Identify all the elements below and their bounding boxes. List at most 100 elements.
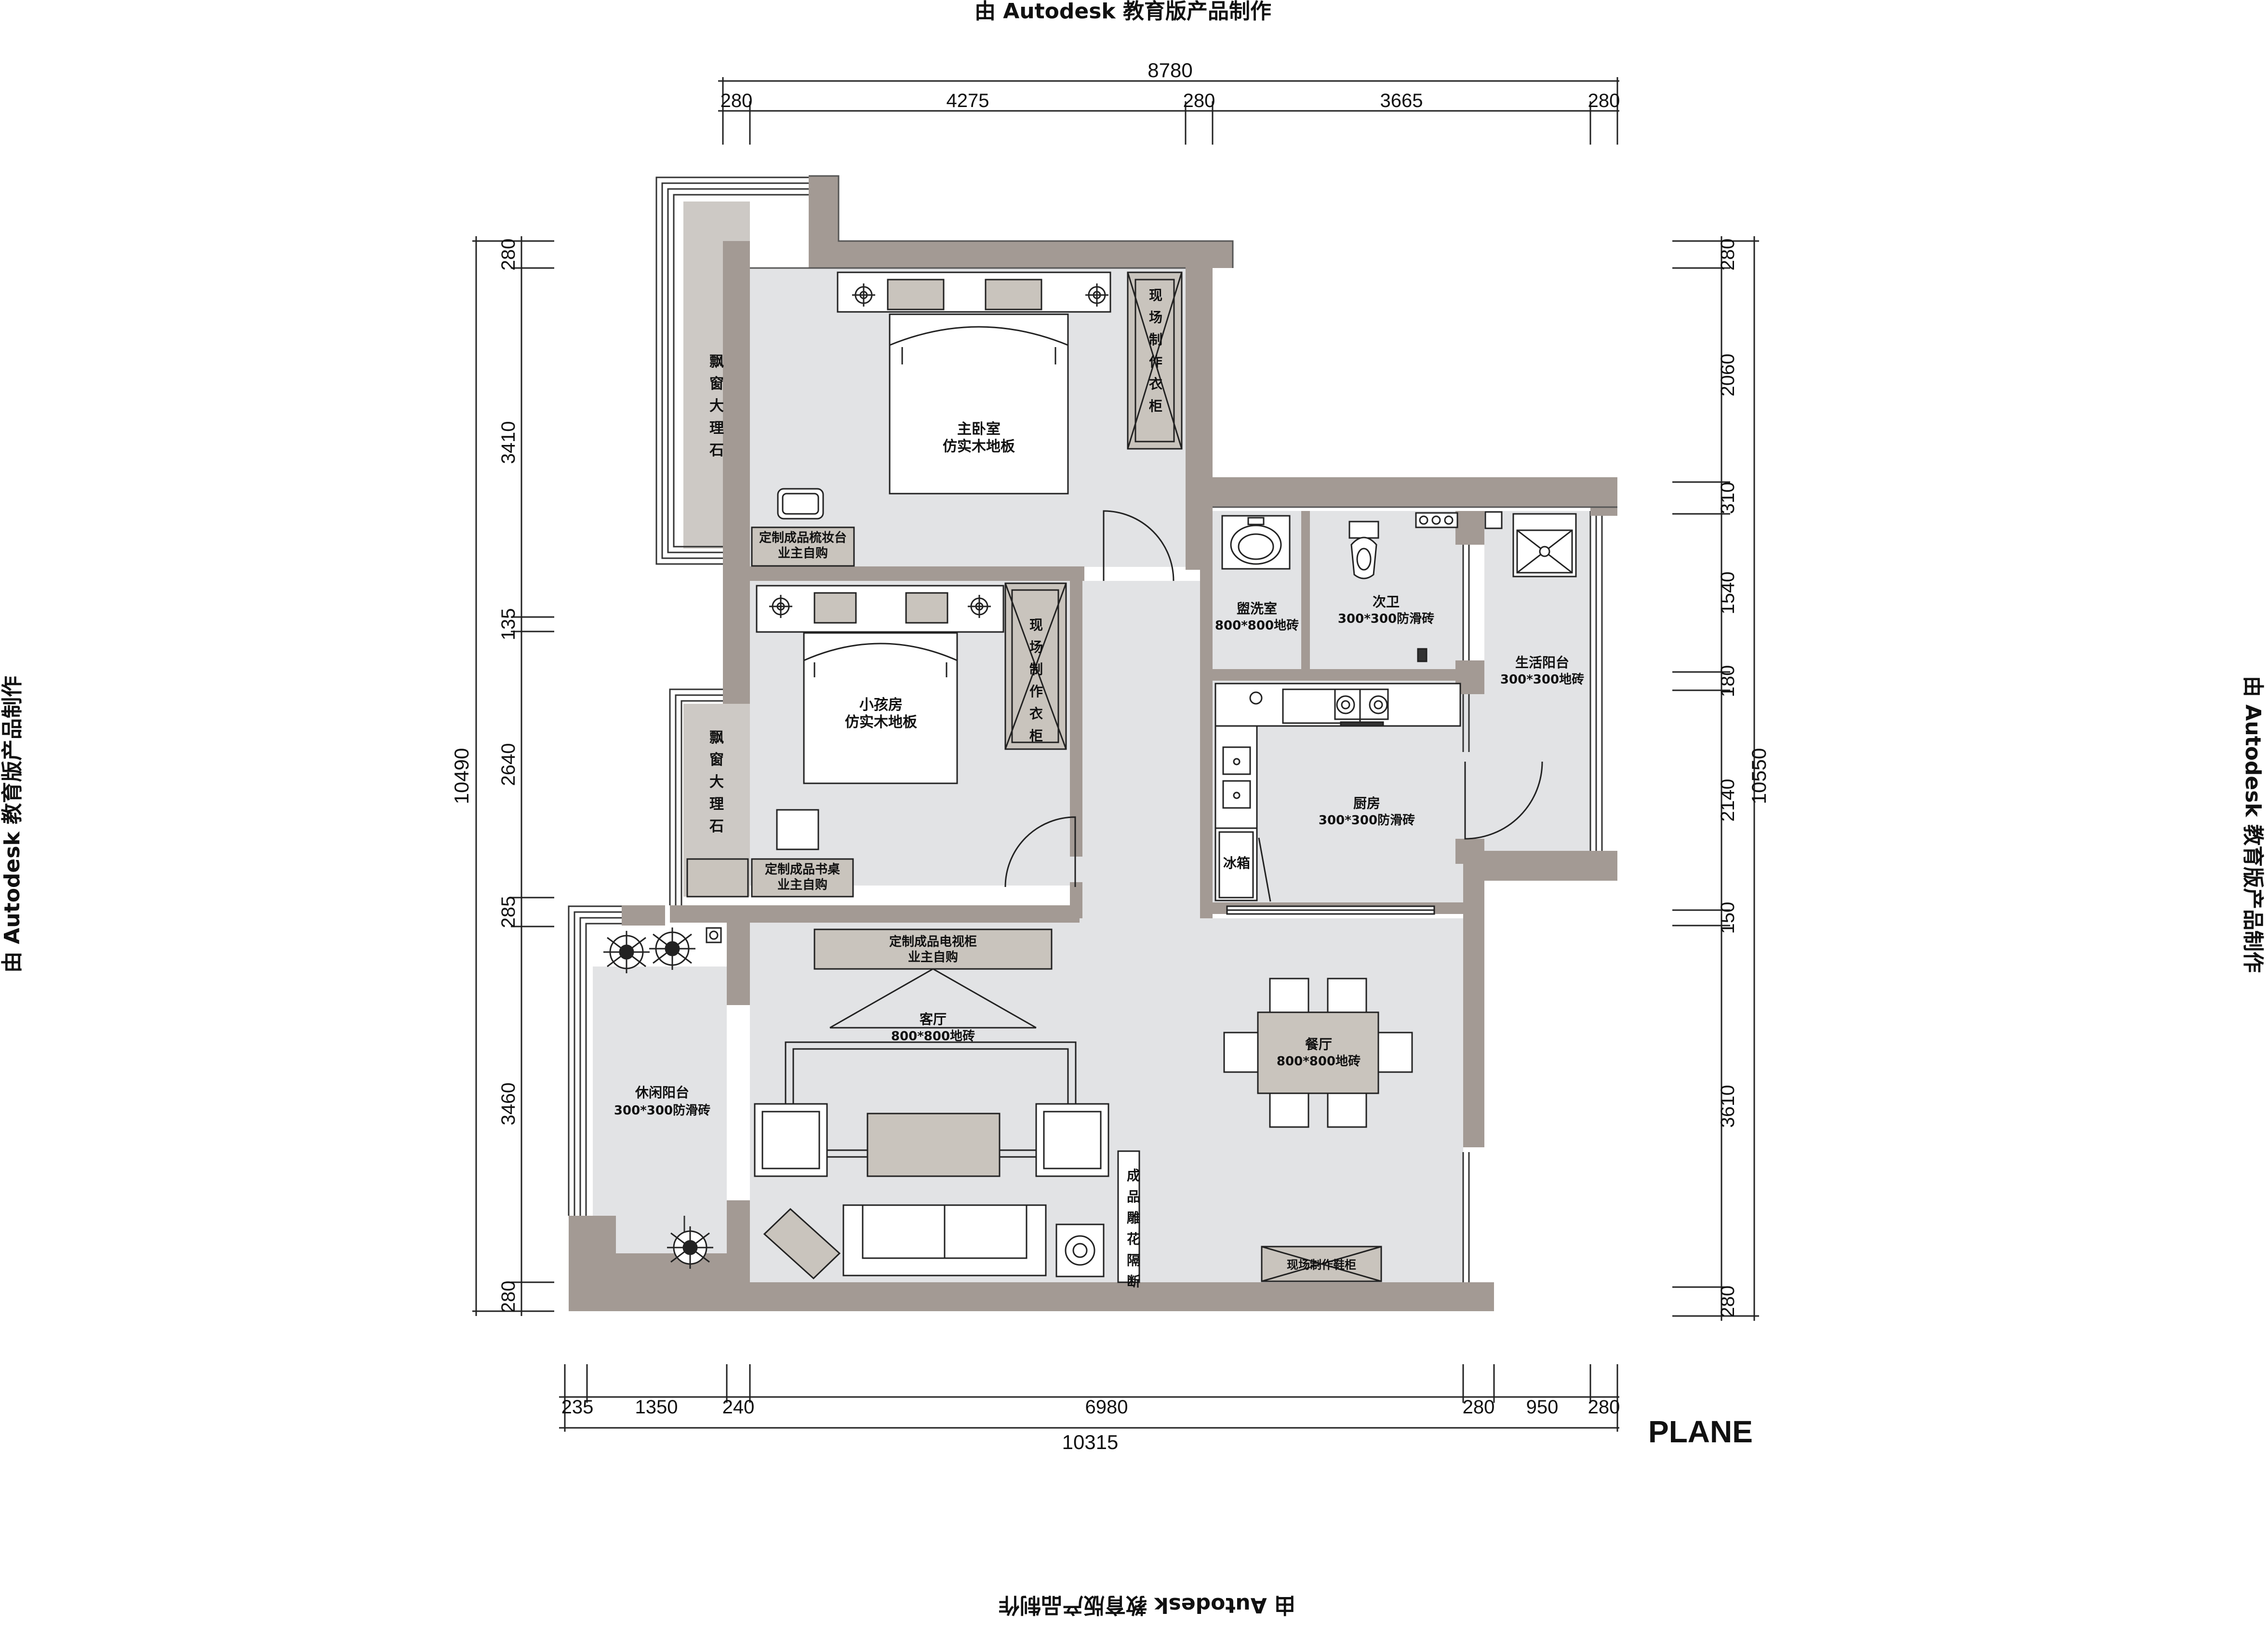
master-wardrobe: [1127, 271, 1183, 450]
svg-text:大: 大: [709, 774, 724, 791]
master-name: 主卧室: [957, 421, 1001, 438]
dim-right-0: 280: [1717, 239, 1738, 271]
dimension-lines: [472, 77, 1759, 1432]
svg-text:柜: 柜: [1149, 398, 1162, 414]
service-fixtures: [1484, 511, 1577, 577]
svg-text:窗: 窗: [709, 752, 724, 768]
dim-top-2: 280: [1183, 90, 1215, 111]
plan-title: PLANE: [1648, 1414, 1753, 1449]
service-floor: 300*300地砖: [1500, 672, 1584, 687]
svg-text:理: 理: [709, 796, 724, 813]
kid-name: 小孩房: [859, 697, 903, 713]
wc-fixtures: [1348, 512, 1458, 662]
kid-bed: [756, 585, 1004, 784]
svg-text:场: 场: [1029, 639, 1043, 655]
dim-left-5: 3460: [498, 1083, 519, 1126]
living-name: 客厅: [920, 1011, 947, 1027]
tv-label-2: 业主自购: [908, 950, 958, 965]
plants: [603, 927, 722, 1269]
svg-text:飘: 飘: [709, 353, 724, 370]
dim-right-5: 2140: [1717, 779, 1738, 822]
dim-right-8: 280: [1717, 1286, 1738, 1318]
hallway-floor: [1082, 581, 1203, 918]
wc-floor: [1309, 511, 1463, 669]
svg-text:断: 断: [1127, 1274, 1140, 1289]
dim-bottom-3: 6980: [1085, 1397, 1128, 1418]
dim-left-total: 10490: [450, 748, 473, 805]
svg-text:大: 大: [709, 398, 724, 415]
sofa-set: [754, 1041, 1109, 1280]
dim-bottom-1: 1350: [635, 1397, 678, 1418]
living-floor-label: 800*800地砖: [891, 1029, 975, 1044]
dim-right-4: 180: [1717, 665, 1738, 698]
svg-text:花: 花: [1127, 1231, 1140, 1247]
dim-right-3: 1540: [1717, 572, 1738, 615]
svg-text:场: 场: [1149, 309, 1162, 325]
svg-text:隔: 隔: [1127, 1252, 1140, 1268]
svg-text:作: 作: [1149, 354, 1162, 370]
tv-label-1: 定制成品电视柜: [889, 934, 977, 949]
bay-window-2-label: 飘 窗 大 理 石: [709, 729, 724, 835]
kid-wardrobe: [1004, 582, 1067, 750]
wash-name: 盥洗室: [1237, 601, 1277, 617]
dining-name: 餐厅: [1305, 1036, 1332, 1052]
room-labels: 主卧室 仿实木地板 小孩房 仿实木地板 盥洗室 800*800地砖 次卫 300…: [614, 421, 1584, 1118]
dining-floor-label: 800*800地砖: [1277, 1054, 1361, 1069]
watermark-left: 由 Autodesk 教育版产品制作: [0, 676, 25, 973]
dim-top-3: 3665: [1380, 90, 1423, 111]
leisure-floor-label: 300*300防滑砖: [614, 1103, 710, 1118]
shoe-cabinet-label: 现场制作鞋柜: [1287, 1258, 1356, 1272]
dim-right-total: 10550: [1748, 748, 1770, 805]
dining-set: [1223, 978, 1413, 1128]
dim-right-2: 310: [1717, 482, 1738, 514]
dim-left-3: 2640: [498, 743, 519, 786]
master-bed: [837, 271, 1111, 495]
wardrobe-2-label: 现 场 制 作 衣 柜: [1029, 617, 1043, 744]
dim-bottom-4: 280: [1463, 1397, 1495, 1418]
dim-bottom-0: 235: [561, 1397, 594, 1418]
svg-text:品: 品: [1127, 1189, 1140, 1205]
dim-top-4: 280: [1588, 90, 1620, 111]
svg-text:制: 制: [1029, 661, 1043, 677]
dim-left-2: 135: [498, 608, 519, 641]
dimension-texts: 8780 280 4275 280 3665 280 235 1350 240 …: [450, 59, 1770, 1453]
kitchen-door-area: [1463, 681, 1486, 842]
dim-top-total: 8780: [1147, 59, 1192, 81]
svg-text:石: 石: [709, 818, 724, 835]
svg-text:柜: 柜: [1029, 728, 1043, 744]
washroom-fixtures: [1221, 515, 1291, 570]
watermark-top: 由 Autodesk 教育版产品制作: [974, 0, 1271, 24]
svg-text:作: 作: [1029, 684, 1043, 699]
fixture-labels: 定制成品梳妆台 业主自购 定制成品书桌 业主自购 定制成品电视柜 业主自购 冰箱…: [759, 530, 1356, 1272]
dim-left-6: 280: [498, 1281, 519, 1313]
dresser-label-2: 业主自购: [778, 546, 828, 561]
svg-text:现: 现: [1149, 287, 1162, 303]
partition-label: 成 品 雕 花 隔 断: [1127, 1168, 1140, 1289]
desk: [686, 809, 854, 898]
service-name: 生活阳台: [1515, 655, 1569, 671]
dim-left-4: 285: [498, 896, 519, 928]
shoe-cabinet: [1261, 1246, 1382, 1282]
kitchen-floor-label: 300*300防滑砖: [1319, 813, 1415, 828]
svg-text:衣: 衣: [1029, 706, 1043, 722]
kid-floor: 仿实木地板: [845, 714, 917, 731]
dim-left-1: 3410: [498, 421, 519, 464]
leisure-name: 休闲阳台: [635, 1085, 689, 1101]
walls: [569, 176, 1617, 1311]
svg-text:飘: 飘: [709, 729, 724, 746]
svg-text:成: 成: [1127, 1168, 1140, 1183]
desk-label-2: 业主自购: [777, 877, 827, 892]
partition: [1117, 1150, 1140, 1283]
dim-right-6: 150: [1717, 902, 1738, 934]
dresser: [751, 488, 855, 567]
wc-floor: 300*300防滑砖: [1338, 612, 1434, 626]
dim-left-0: 280: [498, 239, 519, 271]
dresser-label-1: 定制成品梳妆台: [759, 530, 847, 545]
svg-text:雕: 雕: [1127, 1210, 1140, 1226]
dim-right-1: 2060: [1717, 354, 1738, 397]
tv-view-lines: [829, 968, 1037, 1029]
svg-text:石: 石: [709, 442, 724, 459]
svg-text:理: 理: [709, 420, 724, 437]
watermark-bottom: 由 Autodesk 教育版产品制作: [999, 1593, 1295, 1617]
